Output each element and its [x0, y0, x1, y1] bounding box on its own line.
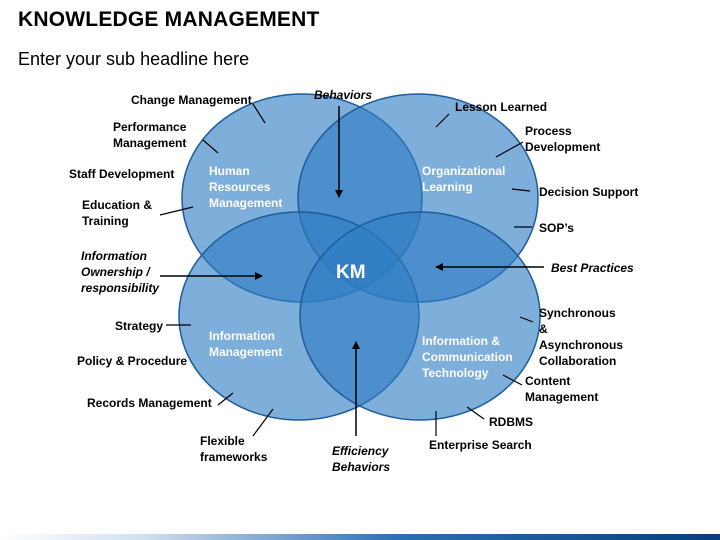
- connector-change-management: [252, 103, 266, 124]
- center-label-km: KM: [336, 262, 366, 283]
- label-efficiency-behaviors: Efficiency Behaviors: [332, 444, 391, 474]
- circle-label-organizational-learning: Organizational Learning: [422, 164, 506, 194]
- label-rdbms: RDBMS: [489, 415, 533, 429]
- connector-rdbms: [466, 406, 485, 420]
- connector-education-training: [159, 206, 194, 216]
- connector-synchronous-collaboration: [519, 316, 534, 323]
- label-synchronous-collaboration: Synchronous & Asynchronous Collaboration: [539, 306, 624, 368]
- page-subtitle: Enter your sub headline here: [18, 49, 250, 69]
- venn-circles: [178, 93, 541, 421]
- label-performance-management: Performance Management: [113, 120, 187, 150]
- circle-ict: [299, 211, 541, 421]
- label-enterprise-search: Enterprise Search: [429, 438, 532, 452]
- label-decision-support: Decision Support: [539, 185, 639, 199]
- connector-process-development: [495, 141, 524, 158]
- label-content-management: Content Management: [525, 374, 599, 404]
- connector-lines: [159, 103, 534, 437]
- label-policy-procedure: Policy & Procedure: [77, 354, 188, 368]
- connector-records-management: [217, 392, 234, 406]
- connector-decision-support: [511, 188, 531, 192]
- label-staff-development: Staff Development: [69, 167, 175, 181]
- label-strategy: Strategy: [115, 319, 164, 333]
- label-best-practices: Best Practices: [551, 261, 634, 275]
- bottom-accent-bar: [0, 534, 720, 540]
- connector-content-management: [502, 374, 523, 386]
- label-process-development: Process Development: [525, 124, 601, 154]
- arrows: [160, 106, 544, 436]
- circle-label-ict: Information & Communication Technology: [422, 334, 513, 380]
- label-behaviors: Behaviors: [314, 88, 373, 102]
- label-information-ownership: Information Ownership / responsibility: [81, 249, 160, 295]
- circle-label-hr-management: Human Resources Management: [209, 164, 283, 210]
- connector-flexible-frameworks: [252, 408, 274, 437]
- label-change-management: Change Management: [131, 93, 252, 107]
- label-flexible-frameworks: Flexible frameworks: [200, 434, 268, 464]
- label-education-training: Education & Training: [82, 198, 153, 228]
- circle-label-information-management: Information Management: [209, 329, 283, 359]
- page-title: KNOWLEDGE MANAGEMENT: [18, 8, 320, 31]
- label-lesson-learned: Lesson Learned: [455, 100, 548, 114]
- connector-performance-management: [202, 139, 219, 154]
- connector-lesson-learned: [435, 113, 450, 128]
- label-records-management: Records Management: [87, 396, 212, 410]
- label-sops: SOP’s: [539, 221, 574, 235]
